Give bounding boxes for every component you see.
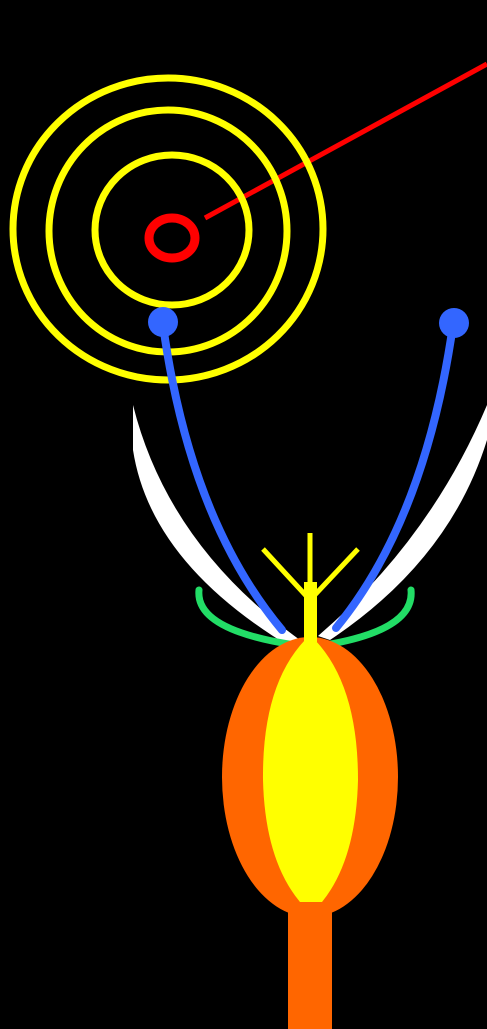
stamen-left-anther	[148, 307, 178, 337]
stamen-right-anther	[439, 308, 469, 338]
